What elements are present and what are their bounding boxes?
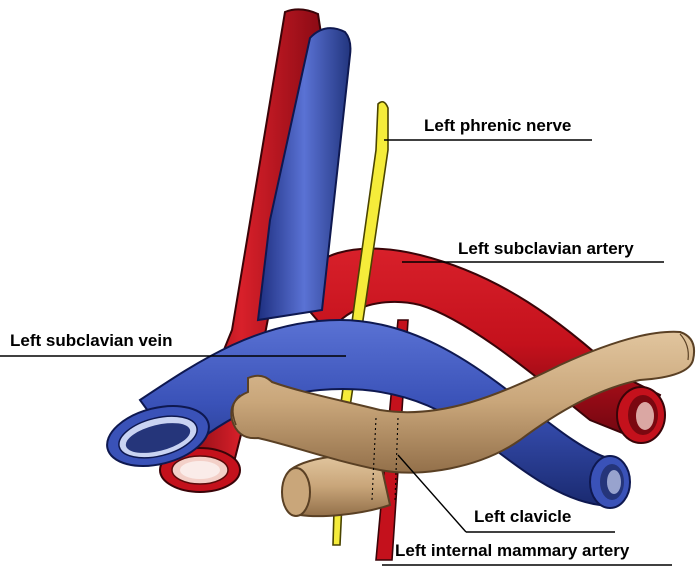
svg-text:Left internal mammary artery: Left internal mammary artery [395, 541, 630, 560]
label-phrenic-nerve: Left phrenic nerve [384, 116, 592, 140]
label-subclavian-artery: Left subclavian artery [402, 239, 664, 262]
svg-text:Left subclavian artery: Left subclavian artery [458, 239, 634, 258]
svg-text:Left clavicle: Left clavicle [474, 507, 571, 526]
svg-text:Left subclavian vein: Left subclavian vein [10, 331, 173, 350]
label-internal-mammary-artery: Left internal mammary artery [382, 541, 672, 565]
svg-text:Left phrenic nerve: Left phrenic nerve [424, 116, 571, 135]
